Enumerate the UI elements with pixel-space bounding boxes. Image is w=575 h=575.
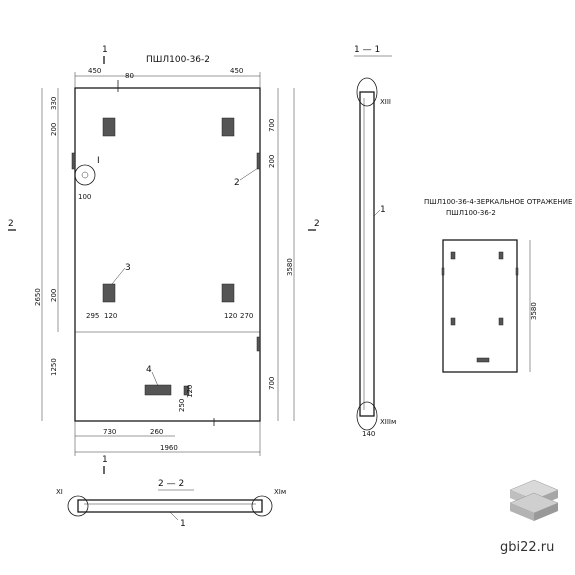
- section-2-2-callout: 1: [180, 519, 186, 529]
- section-2-2-node-right: [251, 495, 273, 517]
- embedded-plate-bottom-small: [183, 385, 190, 396]
- node-circle-I: [74, 164, 96, 186]
- mirror-view-title-line2: ПШЛ100-36-2: [446, 209, 496, 217]
- dim-left-2650: 2650: [34, 288, 42, 306]
- dim-bottom-120: 120: [186, 385, 194, 398]
- dim-100: 100: [78, 193, 91, 201]
- section-2-2-node-left-label: XI: [56, 488, 63, 496]
- dim-left-200-mid: 200: [50, 289, 58, 302]
- dim-left-1250: 1250: [50, 358, 58, 376]
- mirror-dim-3580: 3580: [530, 302, 538, 320]
- section-1-1-leader: [373, 209, 381, 217]
- section-1-1-view: 1 — 1 XIII XIIIм 1 140: [354, 45, 396, 438]
- section-1-1-dim: 140: [362, 430, 375, 438]
- embedded-plate-mid-right: [221, 283, 235, 303]
- section-2-2-node-right-label: XIм: [274, 488, 286, 496]
- watermark-text: gbi22.ru: [500, 540, 555, 555]
- section-2-2-body: [77, 499, 263, 513]
- section-mark-1-bottom: 1: [102, 455, 108, 465]
- dim-bottom-1960: 1960: [160, 444, 178, 452]
- section-mark-2-right: 2: [314, 219, 320, 229]
- edge-detail-right-bottom: [256, 336, 261, 352]
- section-1-1-node-top: [356, 77, 378, 107]
- section-2-2-view: 2 — 2 XI XIм 1: [56, 479, 286, 529]
- section-mark-1-top: 1: [102, 45, 108, 55]
- callout-2: 2: [234, 178, 240, 188]
- section-2-2-leader: [169, 511, 179, 521]
- dim-mid-270: 270: [240, 312, 253, 320]
- section-1-1-node-bottom: [356, 401, 378, 431]
- dim-right-700-top: 700: [268, 119, 276, 132]
- mirror-view-title-line1: ПШЛ100-36-4-ЗЕРКАЛЬНОЕ ОТРАЖЕНИЕ: [424, 198, 572, 206]
- mirror-panel-outline: [442, 239, 518, 373]
- mirror-plate-2: [498, 251, 504, 260]
- dim-left-330: 330: [50, 97, 58, 110]
- mirror-view: ПШЛ100-36-4-ЗЕРКАЛЬНОЕ ОТРАЖЕНИЕ ПШЛ100-…: [424, 198, 572, 373]
- callout-leader-2: [239, 167, 259, 181]
- callout-3: 3: [125, 263, 131, 273]
- dim-mid-295: 295: [86, 312, 99, 320]
- dim-mid-120-right: 120: [224, 312, 237, 320]
- mirror-edge-left: [441, 267, 445, 276]
- dim-bottom-250: 250: [178, 399, 186, 412]
- embedded-plate-top-left: [102, 117, 116, 137]
- callout-4: 4: [146, 365, 152, 375]
- site-logo: [509, 479, 559, 521]
- panel-outline: [74, 87, 261, 422]
- edge-detail-left-top: [71, 152, 76, 170]
- dim-right-700-bottom: 700: [268, 377, 276, 390]
- dim-left-200-top: 200: [50, 123, 58, 136]
- section-1-1-body: [359, 91, 375, 417]
- edge-detail-right-top: [256, 152, 261, 170]
- node-label-I: I: [97, 156, 100, 166]
- section-1-1-node-top-label: XIII: [380, 98, 391, 106]
- dim-bottom-730: 730: [103, 428, 116, 436]
- mirror-plate-bottom: [476, 357, 490, 363]
- dim-top-450-right: 450: [230, 67, 243, 75]
- dim-right-3580: 3580: [286, 258, 294, 276]
- section-1-1-node-bottom-label: XIIIм: [380, 418, 396, 426]
- mirror-plate-1: [450, 251, 456, 260]
- callout-leader-4: [151, 371, 159, 387]
- mirror-plate-4: [498, 317, 504, 326]
- node-circle-I-inner: [81, 171, 89, 179]
- main-view-title: ПШЛ100-36-2: [146, 55, 210, 65]
- section-2-2-node-left: [67, 495, 89, 517]
- section-1-1-callout: 1: [380, 205, 386, 215]
- dim-right-200: 200: [268, 155, 276, 168]
- embedded-plate-mid-left: [102, 283, 116, 303]
- section-2-2-title: 2 — 2: [158, 479, 184, 489]
- embedded-plate-bottom: [144, 384, 172, 396]
- mirror-edge-right: [515, 267, 519, 276]
- embedded-plate-top-right: [221, 117, 235, 137]
- dim-bottom-260: 260: [150, 428, 163, 436]
- section-mark-2-left: 2: [8, 219, 14, 229]
- section-1-1-title: 1 — 1: [354, 45, 380, 55]
- dim-top-80: 80: [125, 72, 134, 80]
- callout-leader-3: [111, 267, 126, 285]
- dim-top-450-left: 450: [88, 67, 101, 75]
- mirror-plate-3: [450, 317, 456, 326]
- dim-mid-120-left: 120: [104, 312, 117, 320]
- main-panel-view: ПШЛ100-36-2 1 1 2 2 I 2: [8, 45, 320, 474]
